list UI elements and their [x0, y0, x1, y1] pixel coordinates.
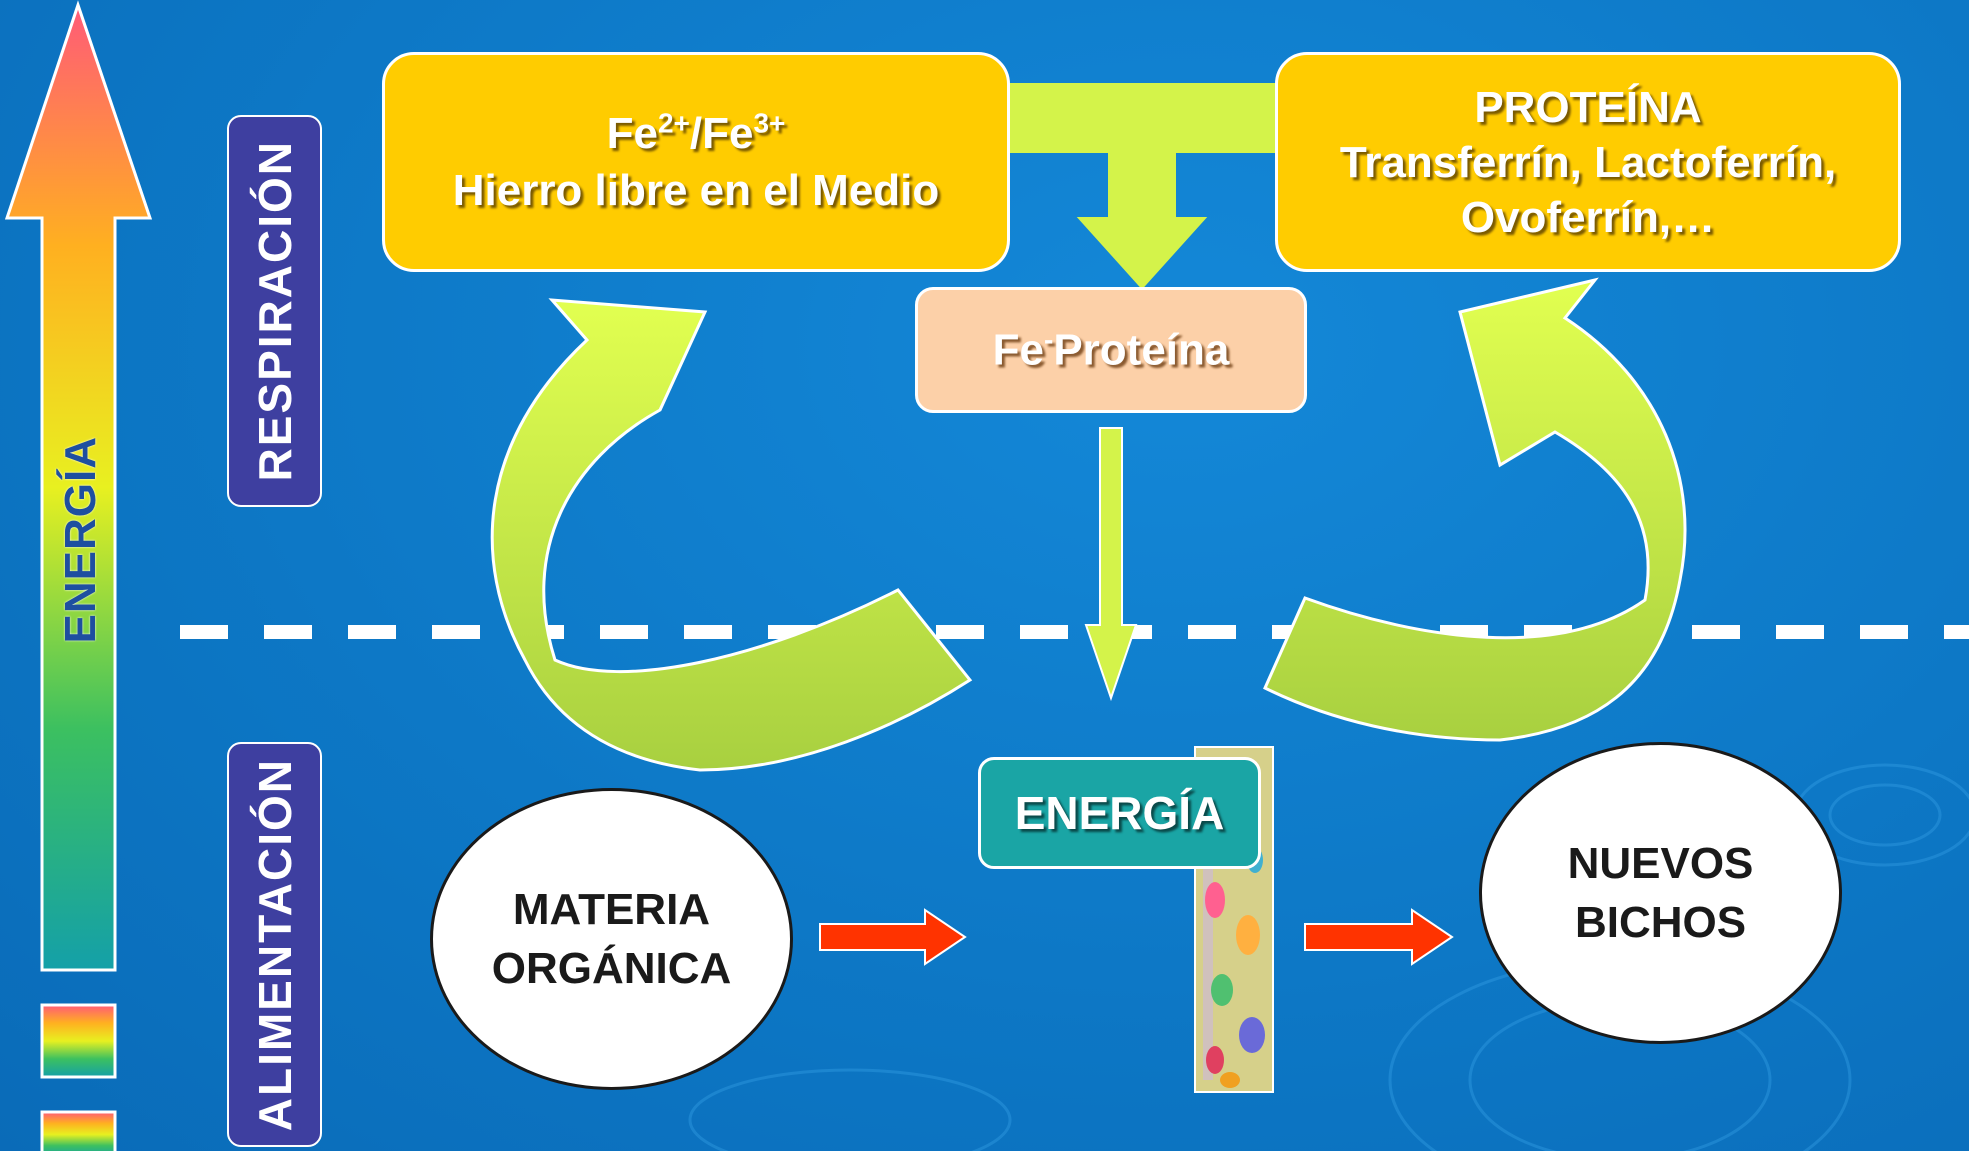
energy-box-label: ENERGÍA	[1014, 787, 1225, 839]
down-arrow	[1084, 427, 1138, 702]
energy-block-upper	[40, 1003, 117, 1079]
red-arrow-right	[1304, 908, 1454, 966]
protein-examples-line2: Ovoferrín,…	[1460, 192, 1716, 242]
energy-box: ENERGÍA	[978, 757, 1261, 869]
respiration-zone-label-text: RESPIRACIÓN	[248, 140, 301, 482]
fe-protein-superscript: -	[1043, 324, 1054, 356]
new-bugs-line1: NUEVOS	[1567, 838, 1754, 888]
merge-arrow	[1004, 83, 1281, 290]
free-iron-description: Hierro libre en el Medio	[452, 166, 940, 215]
new-bugs-line2: BICHOS	[1574, 898, 1747, 947]
protein-title: PROTEÍNA	[1474, 82, 1702, 132]
free-iron-box: Fe2+/Fe3+ Hierro libre en el Medio	[382, 52, 1010, 272]
organic-matter-line2: ORGÁNICA	[491, 944, 732, 993]
energy-block-lower	[40, 1110, 117, 1151]
iron-ion-fe3-superscript: 3+	[753, 107, 786, 139]
red-arrow-left	[819, 908, 967, 966]
feeding-zone-label-text: ALIMENTACIÓN	[248, 757, 301, 1132]
iron-ions-line: Fe2+/Fe3+	[607, 105, 786, 162]
respiration-zone-label: RESPIRACIÓN	[227, 115, 322, 507]
feeding-zone-label: ALIMENTACIÓN	[227, 742, 322, 1147]
energy-axis-label: ENERGÍA	[56, 420, 106, 660]
energy-axis-label-text: ENERGÍA	[56, 436, 105, 644]
iron-ion-fe-text: Fe	[606, 108, 658, 158]
protein-examples-line1: Transferrín, Lactoferrín,	[1339, 137, 1837, 187]
fe-protein-label: Fe-Proteína	[993, 324, 1230, 376]
organic-matter-circle: MATERIA ORGÁNICA	[430, 788, 793, 1090]
organic-matter-line1: MATERIA	[512, 884, 711, 934]
iron-ion-separator-text: /Fe	[689, 108, 754, 158]
energy-axis-arrow	[4, 0, 153, 972]
right-curved-arrow	[1263, 277, 1687, 742]
protein-box: PROTEÍNA Transferrín, Lactoferrín, Ovofe…	[1275, 52, 1901, 272]
iron-ion-fe2-superscript: 2+	[657, 107, 690, 139]
fe-protein-box: Fe-Proteína	[915, 287, 1307, 413]
left-curved-arrow	[490, 298, 973, 772]
fe-protein-rest-text: Proteína	[1053, 325, 1230, 375]
fe-protein-fe-text: Fe	[992, 325, 1044, 375]
new-bugs-circle: NUEVOS BICHOS	[1479, 742, 1842, 1044]
